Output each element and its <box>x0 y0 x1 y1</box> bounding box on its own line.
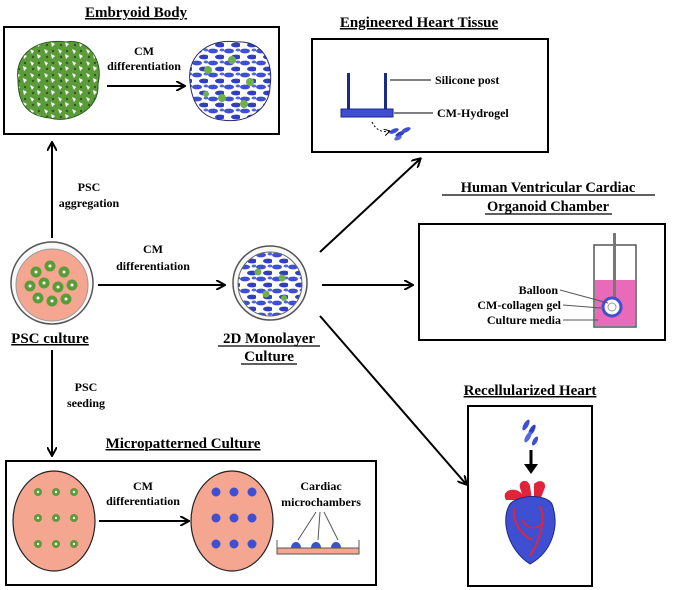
embryoid-body-title: Embryoid Body <box>85 5 188 21</box>
silicone-post-left <box>347 73 350 111</box>
psc-culture-dish: PSC culture <box>10 241 94 347</box>
psc-seeding-line2: seeding <box>67 396 105 410</box>
hvco-panel: Human Ventricular Cardiac Organoid Chamb… <box>418 180 666 341</box>
eht-dashed-arrow <box>371 121 390 132</box>
embryoid-body-blue <box>189 40 272 122</box>
micro-step-line1: CM <box>133 479 153 493</box>
balloon <box>607 302 617 312</box>
psc-aggregation-line2: aggregation <box>59 196 120 210</box>
eb-step-line1: CM <box>134 44 154 58</box>
eht-title: Engineered Heart Tissue <box>340 15 499 31</box>
eht-label-post: Silicone post <box>435 73 499 87</box>
hvco-catheter <box>613 233 616 307</box>
chamber-leader-2 <box>317 511 321 541</box>
eht-box <box>311 38 549 153</box>
embryoid-body-panel: Embryoid Body CM differentiation <box>3 5 280 135</box>
heart-box <box>467 405 593 587</box>
monolayer-dish: 2D Monolayer Culture <box>218 245 320 365</box>
cm-hydrogel-strip <box>340 108 394 118</box>
hvco-title-line2: Organoid Chamber <box>487 199 610 215</box>
hvco-label-balloon: Balloon <box>519 283 559 297</box>
heart-title: Recellularized Heart <box>464 383 597 399</box>
microchamber-domes <box>291 542 341 548</box>
psc-culture-label: PSC culture <box>11 331 89 347</box>
hvco-title-line1: Human Ventricular Cardiac <box>461 180 636 196</box>
psc-seeding-line1: PSC <box>75 380 98 394</box>
to-heart-arrow <box>319 315 466 484</box>
to-eht-arrow <box>319 159 420 253</box>
monolayer-label-line2: Culture <box>244 349 294 365</box>
micro-title: Micropatterned Culture <box>106 436 261 452</box>
monolayer-label-line1: 2D Monolayer <box>223 331 315 347</box>
psc-aggregation-line1: PSC <box>78 180 101 194</box>
eht-label-gel: CM-Hydrogel <box>437 106 509 120</box>
heart-cell-cluster <box>522 419 539 446</box>
chamber-leader-1 <box>297 511 317 541</box>
chamber-leader-3 <box>323 511 339 541</box>
micropatterned-panel: Micropatterned Culture CM differentiatio… <box>5 436 377 586</box>
micro-blue-dots <box>211 487 257 549</box>
balloon-leader <box>559 289 609 304</box>
psc-colonies <box>24 260 78 307</box>
hvco-label-gel: CM-collagen gel <box>477 298 561 312</box>
monolayer-green-spots <box>254 268 287 301</box>
ehT-panel: Engineered Heart Tissue Silicone post CM… <box>311 15 549 153</box>
psc-2d-step-line2: differentiation <box>116 259 190 273</box>
micro-chamber-line1: Cardiac <box>300 479 342 493</box>
silicone-post-right <box>384 73 387 111</box>
monolayer-cells <box>237 251 303 317</box>
recellularized-heart-panel: Recellularized Heart <box>464 383 597 587</box>
micro-green-dots <box>34 488 78 548</box>
psc-2d-step-line1: CM <box>143 242 163 256</box>
embryoid-body-green <box>17 40 100 120</box>
hvco-box <box>418 223 666 341</box>
eht-cell-cluster <box>389 127 411 141</box>
embryoid-body-box <box>3 26 280 135</box>
heart-icon <box>504 480 556 565</box>
microchamber-substrate <box>276 547 360 555</box>
micro-step-line2: differentiation <box>106 494 180 508</box>
hvco-label-media: Culture media <box>487 313 561 327</box>
heart-arrow-head <box>524 464 538 474</box>
eb-step-line2: differentiation <box>107 59 181 73</box>
micro-box <box>5 460 377 586</box>
eb-green-spots <box>203 56 254 108</box>
micro-chamber-line2: microchambers <box>281 495 361 509</box>
gel-leader <box>562 304 602 309</box>
